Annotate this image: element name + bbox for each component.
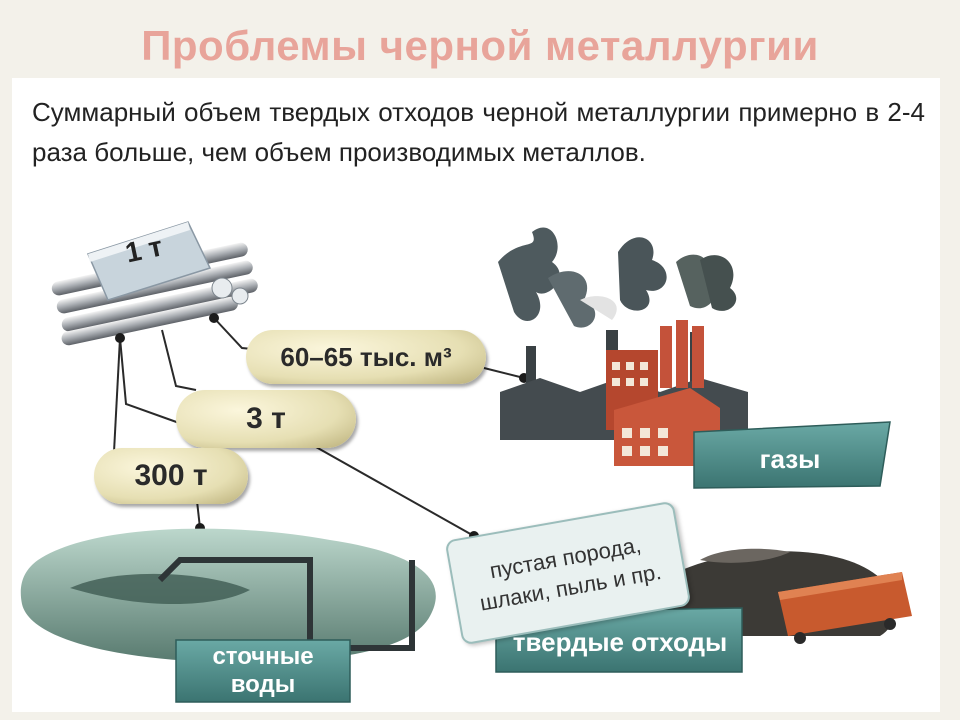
- wastewater-amount-pill: 300 т: [94, 448, 248, 504]
- intro-paragraph: Суммарный объем твердых отходов черной м…: [32, 97, 925, 167]
- wastewater-label: сточные воды: [212, 643, 314, 698]
- gas-amount-pill: 60–65 тыс. м³: [246, 330, 486, 384]
- connector-dots: [115, 313, 529, 541]
- slide-title: Проблемы черной металлургии: [141, 22, 819, 69]
- metal-pipes-illustration: [51, 221, 258, 346]
- solid-waste-label: твердые отходы: [512, 627, 728, 657]
- solid-waste-amount-pill: 3 т: [176, 390, 356, 448]
- wastewater-pond-illustration: [20, 528, 436, 663]
- gases-panel: [693, 421, 891, 489]
- connector-lines: [113, 317, 525, 537]
- gases-label: газы: [759, 444, 821, 474]
- factory-illustration: [498, 227, 748, 466]
- wastewater-panel: [175, 639, 351, 703]
